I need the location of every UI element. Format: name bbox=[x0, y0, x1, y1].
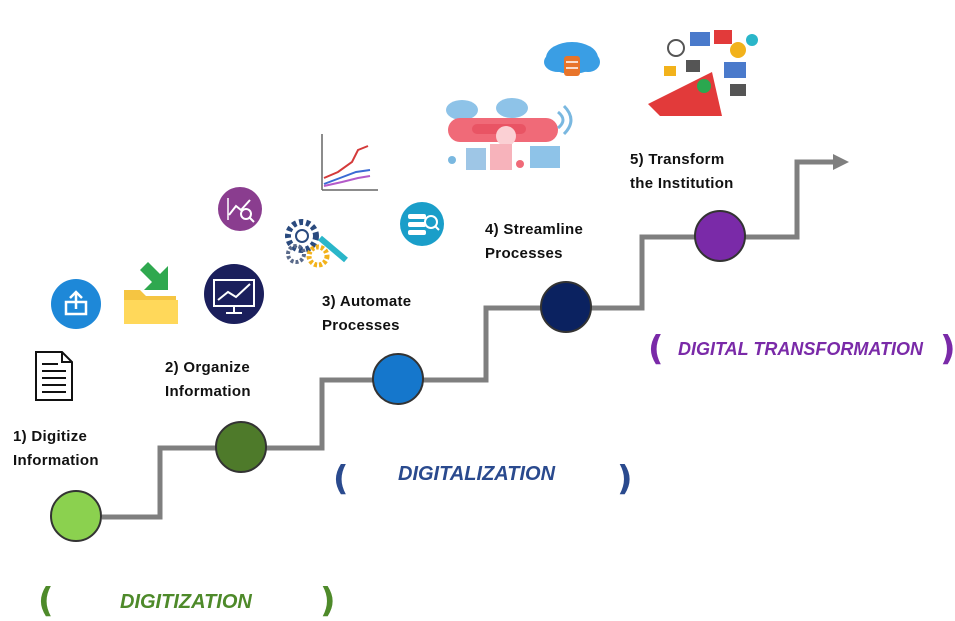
step-4-circle bbox=[540, 281, 592, 333]
step-4-label: 4) Streamline Processes bbox=[485, 218, 583, 266]
step-2-label: 2) Organize Information bbox=[165, 356, 251, 404]
step-2-line2: Information bbox=[165, 383, 251, 400]
step-2-line1: Organize bbox=[183, 359, 250, 376]
step-1-circle bbox=[50, 490, 102, 542]
digitalization-label: DIGITALIZATION bbox=[398, 463, 556, 485]
step-3-label: 3) Automate Processes bbox=[322, 290, 411, 338]
digitalization-brace-left: ( bbox=[333, 459, 349, 499]
digitization-label: DIGITIZATION bbox=[120, 591, 252, 613]
line-graph-icon bbox=[321, 134, 378, 191]
arrow-head bbox=[833, 154, 849, 170]
step-3-circle bbox=[372, 353, 424, 405]
step-5-number: 5) bbox=[630, 151, 644, 168]
digital-transformation-label: DIGITAL TRANSFORMATION bbox=[678, 339, 923, 359]
step-1-line1: Digitize bbox=[31, 428, 88, 445]
step-2-number: 2) bbox=[165, 359, 179, 376]
document-icon bbox=[35, 351, 73, 401]
step-5-circle bbox=[694, 210, 746, 262]
megaphone-icon bbox=[648, 30, 758, 116]
chart-search-icon bbox=[218, 187, 262, 231]
step-1-number: 1) bbox=[13, 428, 27, 445]
digital-transformation-brace-left: ( bbox=[648, 329, 664, 369]
gears-search-icon bbox=[285, 219, 348, 268]
digitalization-brace-right: ) bbox=[617, 459, 633, 499]
step-3-line1: Automate bbox=[339, 293, 412, 310]
database-search-icon bbox=[400, 202, 444, 246]
step-4-number: 4) bbox=[485, 221, 499, 238]
folder-download-icon bbox=[124, 262, 178, 324]
digital-transformation-brace-right: ) bbox=[940, 329, 955, 369]
digitization-brace-right: ) bbox=[320, 581, 336, 621]
step-3-number: 3) bbox=[322, 293, 336, 310]
step-1-line2: Information bbox=[13, 452, 99, 469]
cloud-devices-icon bbox=[446, 98, 573, 170]
step-5-line1: Transform bbox=[648, 151, 725, 168]
step-5-label: 5) Transform the Institution bbox=[630, 148, 734, 196]
step-2-circle bbox=[215, 421, 267, 473]
step-4-line2: Processes bbox=[485, 245, 563, 262]
upload-icon bbox=[51, 279, 101, 329]
step-4-line1: Streamline bbox=[503, 221, 584, 238]
cloud-server-icon bbox=[544, 42, 600, 76]
step-3-line2: Processes bbox=[322, 317, 400, 334]
step-5-line2: the Institution bbox=[630, 175, 734, 192]
digitization-brace-left: ( bbox=[38, 581, 54, 621]
step-1-label: 1) Digitize Information bbox=[13, 425, 99, 473]
chart-monitor-icon bbox=[204, 264, 264, 324]
